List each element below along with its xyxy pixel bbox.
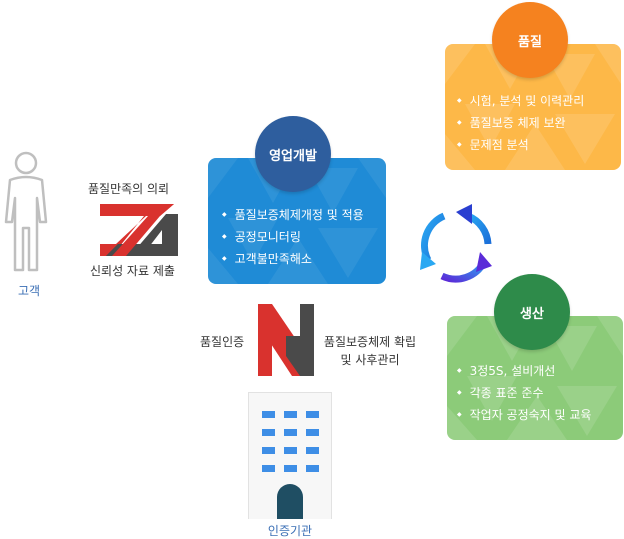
certification-right-label-line1: 품질보증체제 확립 [323,335,417,349]
list-item: 3정5S, 설비개선 [457,360,591,382]
sales-item-list: 품질보증체제개정 및 적용 공정모니터링 고객불만족해소 [222,204,364,270]
list-item: 공정모니터링 [222,226,364,248]
list-item: 문제점 분석 [457,134,584,156]
building-windows [262,411,319,519]
customer-flow-bottom-label: 신뢰성 자료 제출 [90,264,175,278]
n-arrow-icon [258,304,314,376]
list-item: 품질보증체제개정 및 적용 [222,204,364,226]
cert-agency-label: 인증기관 [267,524,313,538]
customer-label: 고객 [17,284,41,298]
customer-flow-top-label: 품질만족의 의뢰 [88,182,170,196]
cycle-arrows-icon [420,204,492,283]
list-item: 작업자 공정숙지 및 교육 [457,404,592,426]
certification-left-label: 품질인증 [200,335,245,349]
list-item: 고객불만족해소 [222,248,364,270]
building-icon [248,392,332,519]
z-arrow-icon [100,204,178,256]
list-item: 품질보증 체제 보완 [457,112,584,134]
person-icon [4,151,48,272]
quality-title-badge: 품질 [492,2,568,78]
list-item: 시험, 분석 및 이력관리 [457,90,585,112]
quality-item-list: 시험, 분석 및 이력관리 품질보증 체제 보완 문제점 분석 [457,90,585,156]
production-title-badge: 생산 [494,274,570,350]
list-item: 각종 표준 준수 [457,382,591,404]
sales-title-badge: 영업개발 [255,116,331,192]
certification-right-label: 품질보증체제 확립 및 사후관리 [322,333,418,369]
certification-right-label-line2: 및 사후관리 [340,353,400,367]
production-item-list: 3정5S, 설비개선 각종 표준 준수 작업자 공정숙지 및 교육 [457,360,592,426]
